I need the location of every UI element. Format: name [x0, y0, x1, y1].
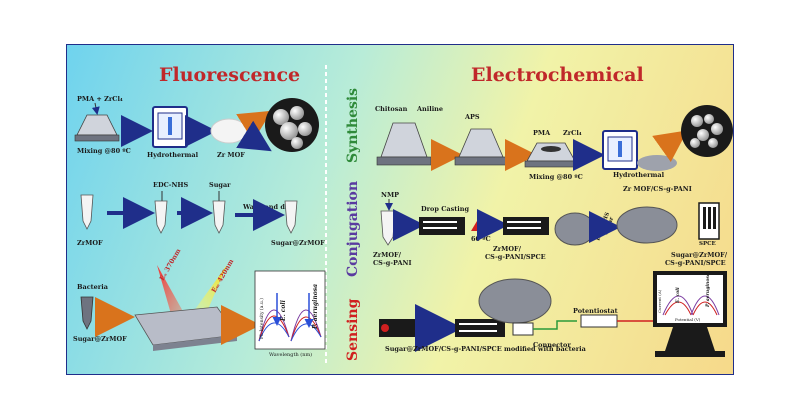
conj-start-label-1: ZrMOF/: [373, 251, 402, 259]
potentiostat-label: Potentiostat: [573, 307, 618, 315]
cable: [533, 320, 577, 330]
modified-surface-particle: [554, 212, 596, 246]
electrochemical-title: Electrochemical: [471, 64, 644, 86]
stage-label-synthesis: Synthesis: [345, 88, 361, 163]
ecoli-label: E. coli: [280, 299, 287, 322]
fluor-sugar-label: Sugar: [209, 181, 231, 189]
pl-spectrum-plot: [254, 270, 326, 350]
well-plate-icon: [134, 306, 238, 351]
paeru-label: P. aeruginosa: [312, 284, 319, 330]
tube-icon: [80, 296, 94, 330]
tube-icon: [154, 200, 168, 234]
screen-xlabel: Potential (V): [675, 317, 701, 322]
spce-label: SPCE: [699, 241, 716, 247]
hydrothermal-oven-icon: [602, 130, 638, 170]
flow-arrow: [236, 110, 272, 142]
fluor-reagent-arrow: [91, 102, 100, 115]
pma-label: PMA: [533, 129, 551, 137]
excitation-beam: [157, 265, 185, 321]
hotplate-icon: [524, 142, 578, 168]
temp-label: 60 ºC: [471, 235, 491, 243]
sem-image-composite: [681, 105, 733, 157]
sem-image-zr-mof: [265, 98, 319, 152]
fluorescence-title: Fluorescence: [159, 64, 300, 86]
tube-icon: [80, 194, 94, 230]
stage-label-conjugation: Conjugation: [345, 181, 361, 277]
fluor-hydrothermal-label: Hydrothermal: [147, 151, 199, 159]
screen-ylabel: Current (A): [657, 289, 662, 313]
spce-electrode-icon: [503, 217, 549, 235]
emission-label: Eₘ 420nm: [210, 258, 236, 294]
flow-arrow: [652, 130, 688, 162]
product-powder: [637, 155, 677, 171]
chitosan-label: Chitosan: [375, 105, 408, 113]
echem-product-label: Zr MOF/CS-g-PANI: [623, 185, 692, 193]
conj-elec-label-2: CS-g-PANI/SPCE: [485, 253, 546, 261]
pl-plot-xlabel: Wavelength (nm): [269, 351, 312, 358]
hotplate-icon: [376, 122, 432, 166]
spce-electrode-icon: [455, 319, 505, 337]
tube-icon: [380, 210, 396, 246]
spce-electrode-icon: [419, 217, 465, 235]
echem-hydrothermal-label: Hydrothermal: [613, 171, 665, 179]
spce-card-icon: [698, 202, 720, 240]
screen-paeru-label: P. aeruginosa: [705, 273, 711, 308]
sensing-caption: Sugar@ZrMOF/CS-g-PANI/SPCE modified with…: [385, 345, 587, 353]
aniline-label: Aniline: [416, 105, 443, 113]
fluor-edc-label: EDC-NHS: [153, 181, 189, 189]
echem-mixing-label: Mixing @80 ºC: [529, 173, 583, 181]
excitation-label: Eₓ 370nm: [158, 247, 183, 282]
bacteria-bound-surface: [478, 278, 552, 324]
conj-elec-label-1: ZrMOF/: [493, 245, 522, 253]
tube-icon: [212, 200, 226, 234]
hotplate-icon: [74, 114, 120, 142]
fluor-mixing-label: Mixing @80 ºC: [77, 147, 131, 155]
fluor-product2-label: Sugar@ZrMOF: [271, 239, 325, 247]
drop-casting-label: Drop Casting: [421, 205, 469, 213]
spce-electrode-icon: [379, 319, 429, 337]
zr-mof-powder: [210, 118, 248, 144]
monitor-icon: [653, 271, 727, 357]
diagram-canvas: Fluorescence Electrochemical Synthesis C…: [73, 64, 733, 365]
fluor-start-label: ZrMOF: [77, 239, 103, 247]
fluor-wash-label: Wash and dry: [242, 203, 292, 211]
hotplate-icon: [454, 128, 508, 166]
sugar-surface-particle: [616, 206, 678, 244]
tube-icon: [284, 200, 298, 234]
aps-label: APS: [464, 113, 480, 121]
fluor-sample-label: Sugar@ZrMOF: [73, 335, 127, 343]
connector-label: Connector: [533, 341, 571, 349]
connector-icon: [512, 322, 534, 336]
pl-plot-ylabel: PL Intensity (a.u.): [258, 298, 265, 339]
graphical-abstract-frame: Fluorescence Electrochemical Synthesis C…: [66, 44, 734, 375]
hydrothermal-oven-icon: [152, 106, 188, 148]
fluor-product-label: Zr MOF: [217, 151, 245, 159]
fluor-reagent-label: PMA + ZrCl₄: [77, 95, 123, 103]
conj-start-label-2: CS-g-PANI: [373, 259, 412, 267]
screen-ecoli-label: E. coli: [675, 287, 681, 304]
potentiostat-icon: [580, 314, 618, 328]
conj-final-label-2: CS-g-PANI/SPCE: [665, 259, 726, 267]
stage-label-sensing: Sensing: [345, 298, 361, 361]
fluor-bacteria-label: Bacteria: [77, 283, 109, 291]
conj-final-label-1: Sugar@ZrMOF/: [671, 251, 728, 259]
heat-icon: [471, 221, 483, 231]
emission-beam: [191, 265, 227, 321]
zrcl-label: ZrCl₄: [563, 129, 582, 137]
flow-arrow: [236, 120, 272, 152]
nmp-label: NMP: [381, 191, 399, 199]
